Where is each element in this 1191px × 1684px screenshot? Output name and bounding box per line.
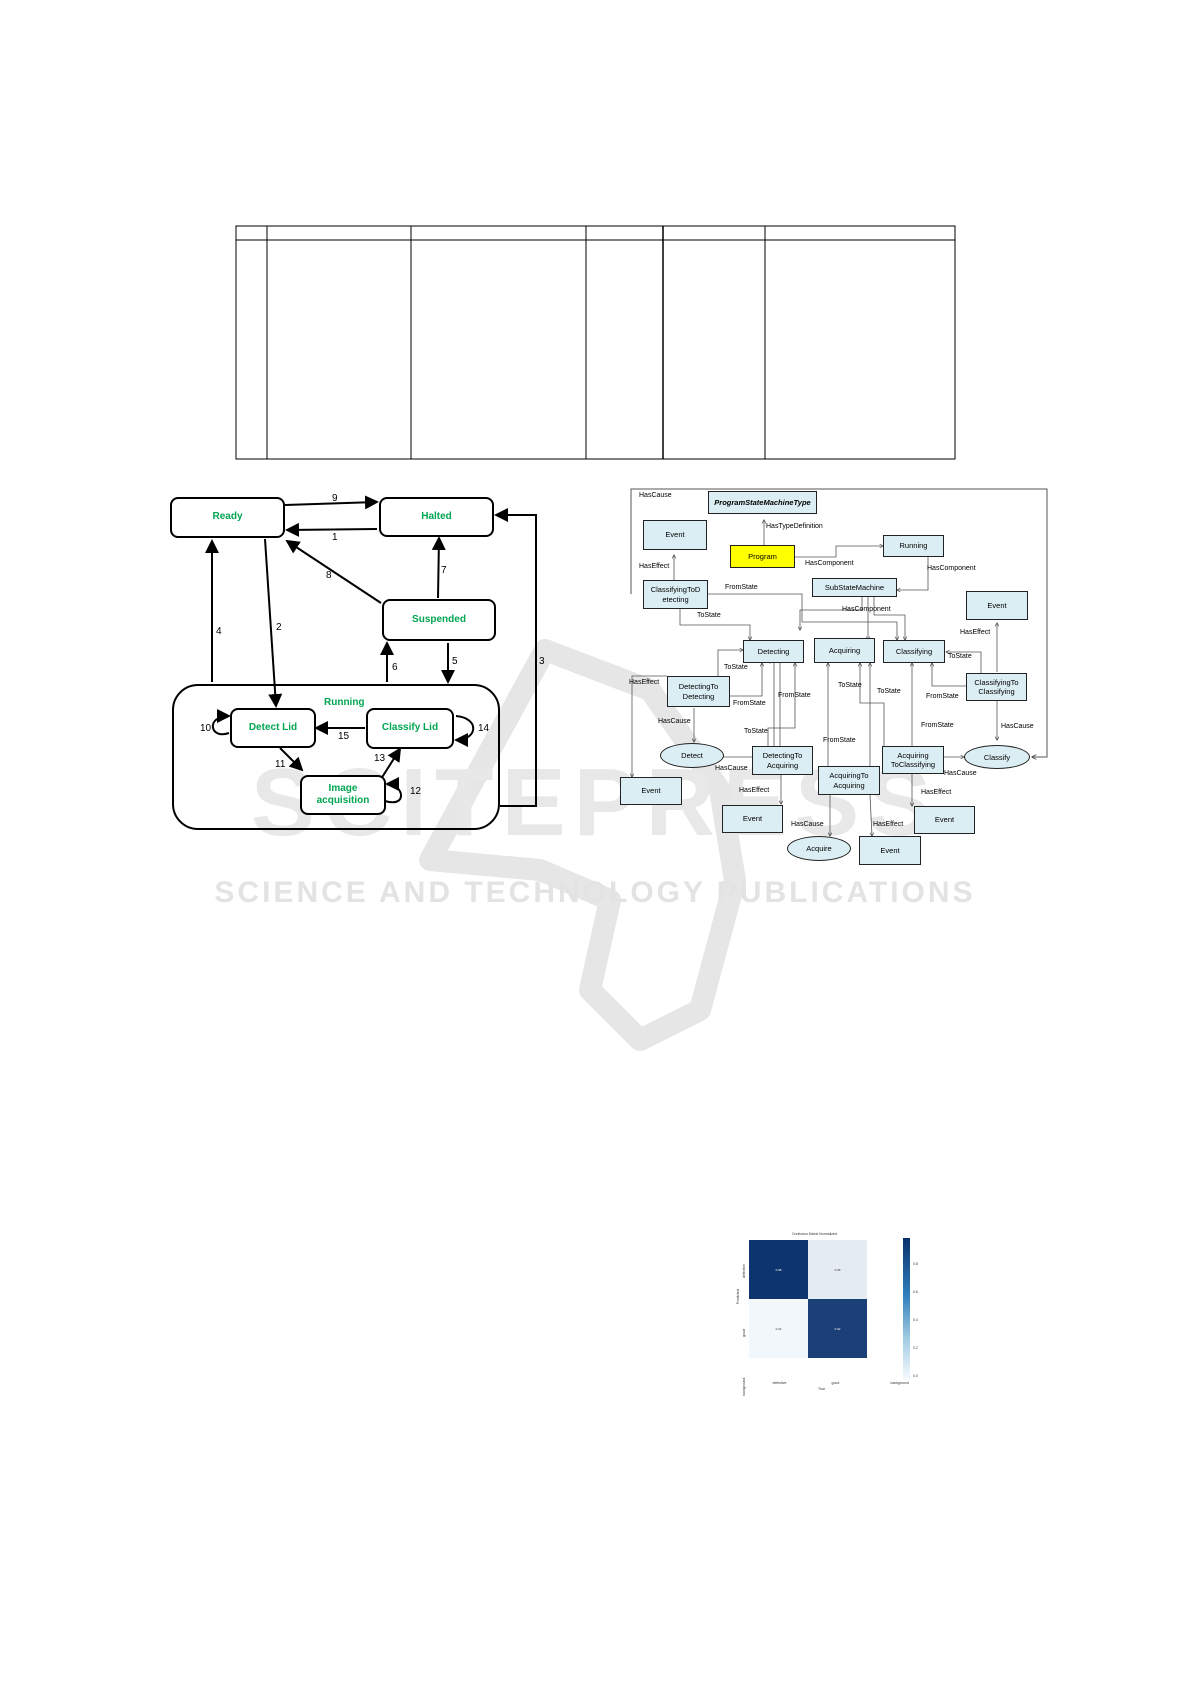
detect-method-node: Detect (660, 743, 724, 768)
acquiring-to-classifying-node: Acquiring ToClassifying (882, 746, 944, 774)
relation-label: FromState (926, 693, 959, 700)
colorbar (903, 1238, 910, 1380)
event-node: Event (859, 836, 921, 865)
acquiring-node: Acquiring (814, 638, 875, 663)
ready-state: Ready (170, 497, 285, 538)
relation-label: ToState (697, 612, 721, 619)
relation-label: FromState (725, 584, 758, 591)
colorbar-tick-label: 0.2 (913, 1346, 918, 1350)
detect-lid-state: Detect Lid (230, 708, 316, 748)
heatmap-cell: 0.08 (808, 1240, 867, 1299)
y-axis-label: Predicted (736, 1289, 740, 1304)
relation-label: HasEffect (639, 563, 670, 570)
relation-label: HasEffect (873, 821, 904, 828)
relation-label: HasCause (791, 821, 824, 828)
colorbar-tick-label: 0.6 (913, 1290, 918, 1294)
transition-label: 12 (410, 786, 422, 797)
program-node: Program (730, 545, 795, 568)
transition-label: 3 (539, 656, 545, 667)
transition-label: 1 (332, 532, 338, 543)
transition-label: 5 (452, 656, 458, 667)
relation-label: FromState (921, 722, 954, 729)
image-acquisition-state: Image acquisition (300, 775, 386, 815)
relation-label: FromState (733, 700, 766, 707)
transition-label: 2 (276, 622, 282, 633)
relation-label: HasEffect (739, 787, 770, 794)
transition-label: 6 (392, 662, 398, 673)
colorbar-tick-label: 0.4 (913, 1318, 918, 1322)
y-tick-label: background (742, 1377, 746, 1396)
running-label: Running (324, 697, 365, 708)
detecting-to-detecting-node: DetectingTo Detecting (667, 676, 730, 707)
transition-label: 11 (275, 759, 286, 770)
colorbar-tick-label: 0.0 (913, 1374, 918, 1378)
classifying-to-classifying-node: ClassifyingTo Classifying (966, 673, 1027, 701)
relation-label: HasCause (658, 718, 691, 725)
transition-label: 7 (441, 565, 447, 576)
y-tick-label: good (742, 1328, 746, 1337)
relation-label: HasTypeDefinition (766, 523, 823, 530)
relation-label: HasCause (1001, 723, 1034, 730)
transition-label: 10 (200, 723, 212, 734)
substatemachine-node: SubStateMachine (812, 578, 897, 597)
program-state-machine-type-node: ProgramStateMachineType (708, 491, 817, 514)
relation-label: ToState (948, 653, 972, 660)
relation-label: HasComponent (842, 606, 891, 613)
relation-label: HasComponent (927, 565, 976, 572)
transition-label: 4 (216, 626, 222, 637)
transition-label: 8 (326, 570, 332, 581)
event-node: Event (966, 591, 1028, 620)
classifying-to-detecting-node: ClassifyingToD etecting (643, 580, 708, 609)
classify-lid-state: Classify Lid (366, 708, 454, 749)
transition-label: 15 (338, 731, 350, 742)
relation-label: ToState (838, 682, 862, 689)
relation-label: HasComponent (805, 560, 854, 567)
relation-label: HasCause (715, 765, 748, 772)
relation-label: HasCause (944, 770, 977, 777)
running-container (172, 684, 500, 830)
acquire-method-node: Acquire (787, 836, 851, 861)
classify-method-node: Classify (964, 745, 1030, 769)
relation-label: FromState (823, 737, 856, 744)
watermark-tagline: SCIENCE AND TECHNOLOGY PUBLICATIONS (214, 876, 975, 909)
relation-label: ToState (877, 688, 901, 695)
heatmap-cell: 0.98 (749, 1240, 808, 1299)
detecting-node: Detecting (743, 640, 804, 663)
transition-label: 14 (478, 723, 490, 734)
x-tick-label: good (831, 1381, 840, 1385)
transition-label: 9 (332, 493, 338, 504)
running-node: Running (883, 535, 944, 557)
empty-table (235, 225, 956, 460)
relation-label: HasEffect (960, 629, 991, 636)
event-node: Event (620, 777, 682, 805)
classifying-node: Classifying (883, 640, 945, 663)
x-tick-label: background (890, 1381, 909, 1385)
y-tick-label: defective (742, 1263, 746, 1278)
halted-state: Halted (379, 497, 494, 537)
suspended-state: Suspended (382, 599, 496, 641)
event-node: Event (722, 805, 783, 833)
event-node: Event (643, 520, 707, 550)
relation-label: HasEffect (629, 679, 660, 686)
heatmap-cell: 0.92 (808, 1299, 867, 1358)
relation-label: HasEffect (921, 789, 952, 796)
relation-label: ToState (744, 728, 768, 735)
event-node: Event (914, 806, 975, 834)
transition-label: 13 (374, 753, 386, 764)
x-axis-label: True (818, 1387, 826, 1391)
detecting-to-acquiring-node: DetectingTo Acquiring (752, 746, 813, 775)
heatmap-cell: 0.02 (749, 1299, 808, 1358)
chart-title: Confusion Matrix Normalized (792, 1232, 837, 1236)
relation-label: HasCause (639, 492, 672, 499)
x-tick-label: defective (772, 1381, 787, 1385)
relation-label: ToState (724, 664, 748, 671)
acquiring-to-acquiring-node: AcquiringTo Acquiring (818, 766, 880, 795)
relation-label: FromState (778, 692, 811, 699)
colorbar-tick-label: 0.8 (913, 1262, 918, 1266)
